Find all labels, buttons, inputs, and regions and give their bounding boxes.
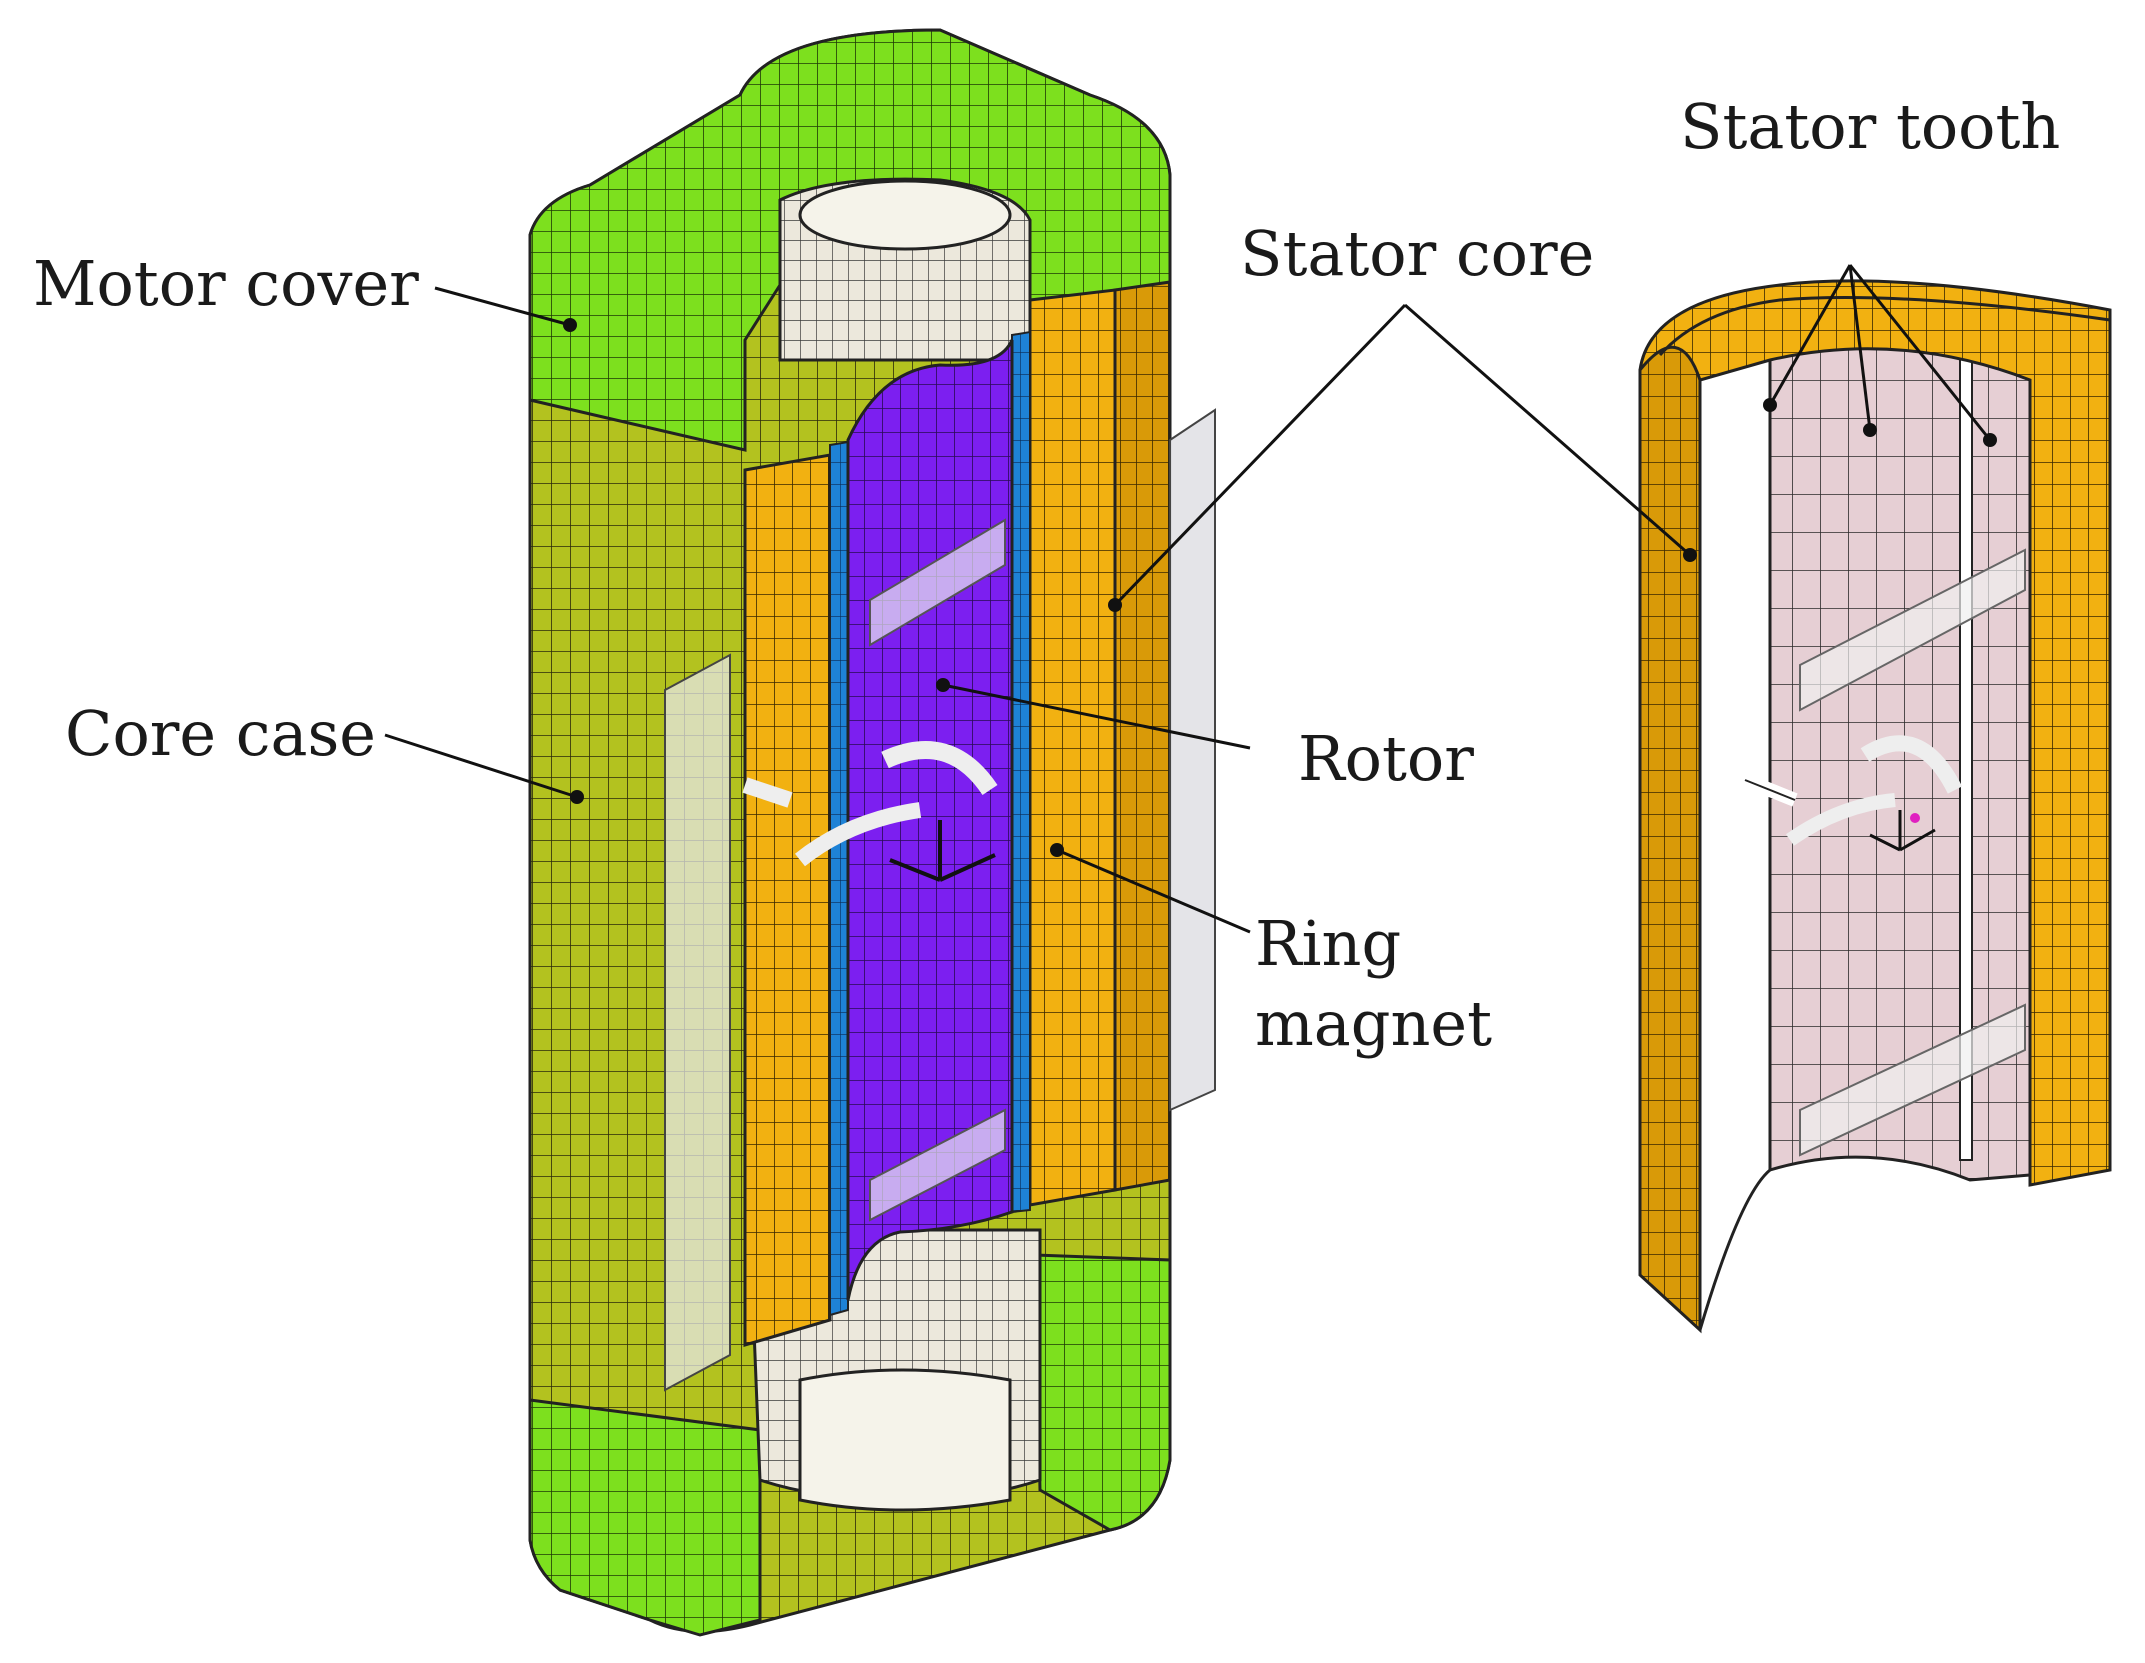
leader-motor-cover (434, 286, 571, 327)
motor-cover-bottom-right (1033, 1253, 1172, 1532)
axis-triad (889, 820, 996, 882)
stator-helix-lower (1799, 1003, 2026, 1157)
dot-motor-cover (563, 318, 577, 332)
leader-rotor (942, 683, 1251, 750)
leader-stator-tooth-2 (1848, 264, 1872, 431)
stator-origin-marker (1910, 813, 1920, 823)
left-guide-plane (664, 653, 731, 1392)
labels: Motor cover Core case Stator core Stator… (33, 90, 2060, 1060)
dot-rotor (936, 678, 950, 692)
dot-stator-tooth-2 (1863, 423, 1877, 437)
label-stator-tooth: Stator tooth (1680, 90, 2060, 163)
stator-arrow-upper (1860, 735, 1963, 794)
dot-stator-core-left (1108, 598, 1122, 612)
stator-core-right (1028, 288, 1117, 1207)
stator-axis-triad (1869, 810, 1936, 852)
shaft-bottom-bore (798, 1368, 1012, 1512)
stator-helix-upper (1799, 548, 2026, 712)
stator-arrow-lower (1785, 793, 1896, 846)
stator-core-front (1638, 345, 1702, 1334)
rotation-arrow-lower (795, 802, 922, 867)
stator-core-rim (1658, 296, 2111, 356)
dot-stator-tooth-1 (1763, 398, 1777, 412)
label-ring-magnet-line2: magnet (1255, 987, 1492, 1060)
leader-ring-magnet (1056, 848, 1251, 934)
ring-magnet-left (829, 440, 849, 1317)
right-guide-plane (1169, 408, 1216, 1112)
rotation-arrow-upper (881, 741, 998, 796)
leader-lines (384, 264, 1992, 934)
leader-stator-core-left (1113, 303, 1407, 607)
leader-core-case (384, 733, 578, 799)
dot-stator-core-right (1683, 548, 1697, 562)
label-ring-magnet-line1: Ring (1255, 907, 1401, 980)
dot-core-case (570, 790, 584, 804)
label-core-case: Core case (65, 697, 376, 770)
dot-ring-magnet (1050, 843, 1064, 857)
label-stator-core: Stator core (1240, 217, 1594, 290)
helix-plane-upper (869, 518, 1006, 647)
label-rotor: Rotor (1298, 722, 1474, 795)
stator-core-right-face (1113, 280, 1172, 1192)
stator-core-left (743, 453, 832, 1348)
rotation-arrow-side (742, 777, 793, 808)
stator-arrow-side-outline (1744, 779, 1796, 801)
motor-cover-bottom (528, 1398, 762, 1637)
stator-assembly (1638, 279, 2112, 1334)
label-motor-cover: Motor cover (33, 247, 419, 320)
motor-assembly (528, 28, 1216, 1637)
leader-dots (563, 318, 1997, 857)
helix-plane-lower (869, 1108, 1006, 1222)
leader-stator-tooth-1 (1768, 264, 1852, 406)
leader-stator-core-right (1404, 303, 1691, 557)
dot-stator-tooth-3 (1983, 433, 1997, 447)
stator-core-inner-edge (1698, 1168, 1771, 1331)
ring-magnet-right (1011, 330, 1031, 1214)
shaft-top-bore (798, 179, 1012, 251)
leader-stator-tooth-3 (1848, 264, 1992, 441)
